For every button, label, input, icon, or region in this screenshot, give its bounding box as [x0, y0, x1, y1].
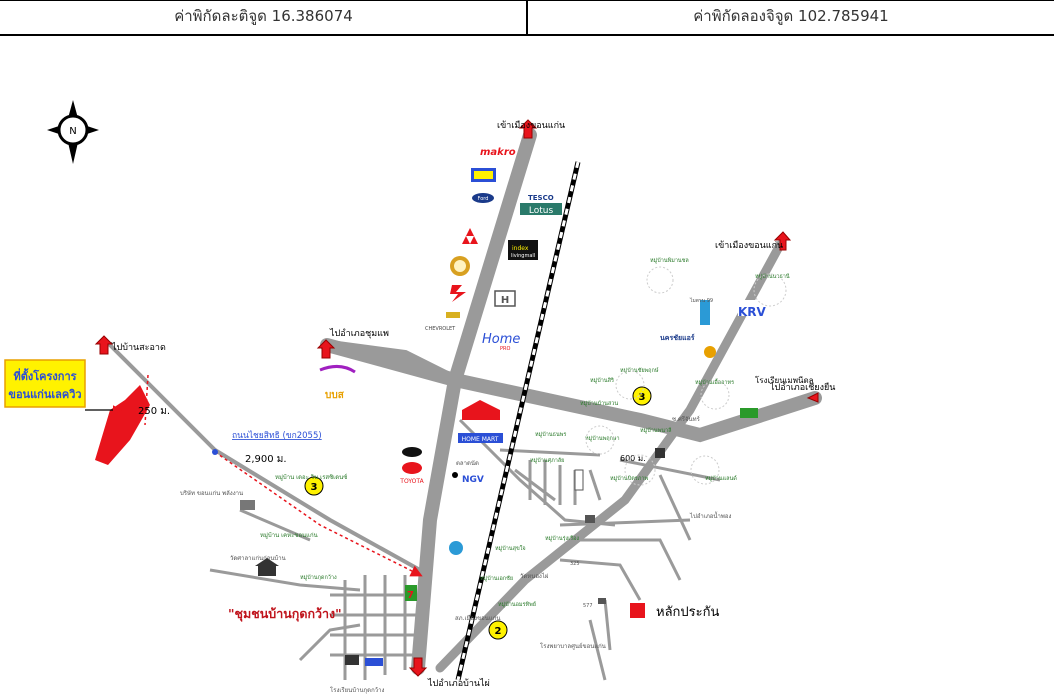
project-label-line2: ขอนแก่นเลควิว	[8, 388, 81, 401]
distance-route-2900	[214, 451, 423, 577]
svg-text:CHEVROLET: CHEVROLET	[425, 326, 456, 332]
place-village-o: หมู่บ้านเอกชัย	[480, 575, 513, 582]
brand-logos: makro Ford TESCO Lotus index livingmall …	[319, 147, 767, 555]
home-pro-logo: Home	[482, 332, 520, 347]
dest-chiang-yuen: ไปอำเภอเชียงยืน	[769, 382, 835, 393]
dest-ban-sa-at: ไปบ้านสะอาด	[111, 342, 166, 353]
place-market: ตลาดนัด	[456, 460, 479, 467]
place-village-a: หมู่บ้าน เดอะ วิน เรสซิเดนซ์	[275, 473, 347, 481]
place-nong-khai: ไปอำเภอน้ำพอง	[689, 510, 731, 520]
svg-text:PRO: PRO	[500, 346, 510, 352]
svg-text:3: 3	[639, 392, 646, 403]
place-markers: 7	[240, 266, 787, 666]
distance-2900: 2,900 ม.	[245, 454, 287, 465]
place-village-r: หมู่บ้านบ้านสวน	[580, 400, 618, 407]
place-nakorn-chai: นครชัยแอร์	[660, 333, 695, 342]
place-village-k: หมู่บ้านธนพร	[535, 431, 566, 438]
place-village-p: หมู่บ้านอมรทิพย์	[498, 601, 536, 608]
homemart-logo: HOME MART	[462, 436, 499, 443]
place-village-q: หมู่บ้านรุ่งเรือง	[545, 535, 579, 542]
makro-logo: makro	[480, 147, 516, 158]
place-company-a: บริษัท ขอนแก่น พลังงาน	[180, 490, 243, 497]
bbl-logo: บบส	[325, 390, 345, 401]
tesco-logo: TESCO	[528, 194, 554, 202]
place-village-c: หมู่บ้านพฤกษา	[585, 435, 620, 442]
dest-ban-phai: ไปอำเภอบ้านไผ่	[427, 678, 490, 689]
place-village-j: หมู่บ้านนวธานี	[755, 273, 790, 280]
toyota-logo: TOYOTA	[399, 478, 424, 485]
krv-logo: KRV	[738, 305, 767, 319]
place-village-h: หมู่บ้านกุดกว้าง	[300, 574, 337, 581]
index-logo: index	[512, 245, 529, 252]
railway	[455, 161, 581, 681]
latitude-label: ค่าพิกัดละติจูด 16.386074	[174, 7, 353, 25]
destination-arrows	[94, 119, 819, 677]
ngv-logo: NGV	[462, 475, 484, 485]
place-village-s: หมู่บ้านพนาลี	[640, 427, 671, 434]
place-village-n: หมู่บ้านสุขใจ	[495, 545, 526, 552]
place-village-m: หมู่บ้านมิตรภาพ	[610, 475, 648, 482]
place-school-right: โรงเรียนเมพนีดล	[755, 375, 814, 385]
place-village-f: หมู่บ้านสิริ	[590, 377, 614, 384]
svg-text:7: 7	[407, 590, 414, 601]
place-village-i: หมู่บ้านพิมานชล	[650, 257, 689, 264]
minor-roads	[209, 418, 721, 681]
badge-2: 2	[488, 620, 508, 640]
collateral-marker	[630, 603, 645, 618]
badge-3-left: 3	[304, 476, 324, 496]
place-km99: ไมตรน 99	[689, 297, 713, 304]
north-compass-icon: N	[47, 100, 99, 164]
ford-logo: Ford	[478, 196, 489, 202]
project-site: ที่ตั้งโครงการ ขอนแก่นเลควิว	[4, 359, 150, 465]
place-temple-1: วัดศาลาแก่นก่อนบ้าน	[230, 555, 286, 562]
place-village-b: หมู่บ้าน เคหะขอนแก่น	[260, 532, 318, 539]
major-roads	[103, 128, 822, 675]
place-soi: ซ.ศรีจันทร์	[672, 415, 701, 423]
svg-text:livingmall: livingmall	[511, 253, 535, 259]
place-police: สภ.เมืองขอนแก่น	[455, 614, 500, 622]
road-chaiyasit: ถนนไชยสิทธิ (ขก2055)	[232, 430, 322, 441]
place-village-g: หมู่บ้านเอื้ออาทร	[695, 378, 734, 386]
coordinate-header: ค่าพิกัดละติจูด 16.386074 ค่าพิกัดลองจิจ…	[0, 0, 1054, 36]
dest-khon-kaen-top: เข้าเมืองขอนแก่น	[497, 120, 565, 131]
svg-text:3: 3	[311, 482, 318, 493]
svg-text:H: H	[501, 295, 509, 306]
place-km577: 577	[583, 603, 593, 609]
location-map: N	[4, 100, 835, 694]
compass-label: N	[69, 126, 76, 137]
dest-khon-kaen-right: เข้าเมืองขอนแก่น	[715, 240, 783, 251]
place-temple-b: วัดหนองไผ่	[520, 572, 549, 580]
lotus-logo: Lotus	[529, 206, 554, 216]
project-label-line1: ที่ตั้งโครงการ	[13, 368, 76, 383]
place-village-e: หมู่บ้านชัยพฤกษ์	[620, 367, 659, 374]
distance-250: 250 ม.	[138, 406, 170, 417]
badge-3-right: 3	[632, 386, 652, 406]
place-kudkwang-school: โรงเรียนบ้านกุดกว้าง	[330, 686, 384, 694]
distance-600: 600 ม.	[620, 454, 646, 463]
dest-chumphae: ไปอำเภอชุมแพ	[329, 328, 389, 339]
collateral-label: หลักประกัน	[656, 605, 719, 620]
place-village-l: หมู่บ้านแลนด์	[705, 475, 737, 482]
place-km325: 325	[570, 561, 580, 567]
community-label: "ชุมชนบ้านกุดกว้าง"	[228, 606, 342, 622]
place-hospital: โรงพยาบาลศูนย์ขอนแก่น	[540, 642, 606, 650]
svg-text:2: 2	[495, 626, 502, 637]
longitude-label: ค่าพิกัดลองจิจูด 102.785941	[693, 7, 889, 25]
place-village-d: หมู่บ้านศุภาลัย	[530, 457, 564, 464]
